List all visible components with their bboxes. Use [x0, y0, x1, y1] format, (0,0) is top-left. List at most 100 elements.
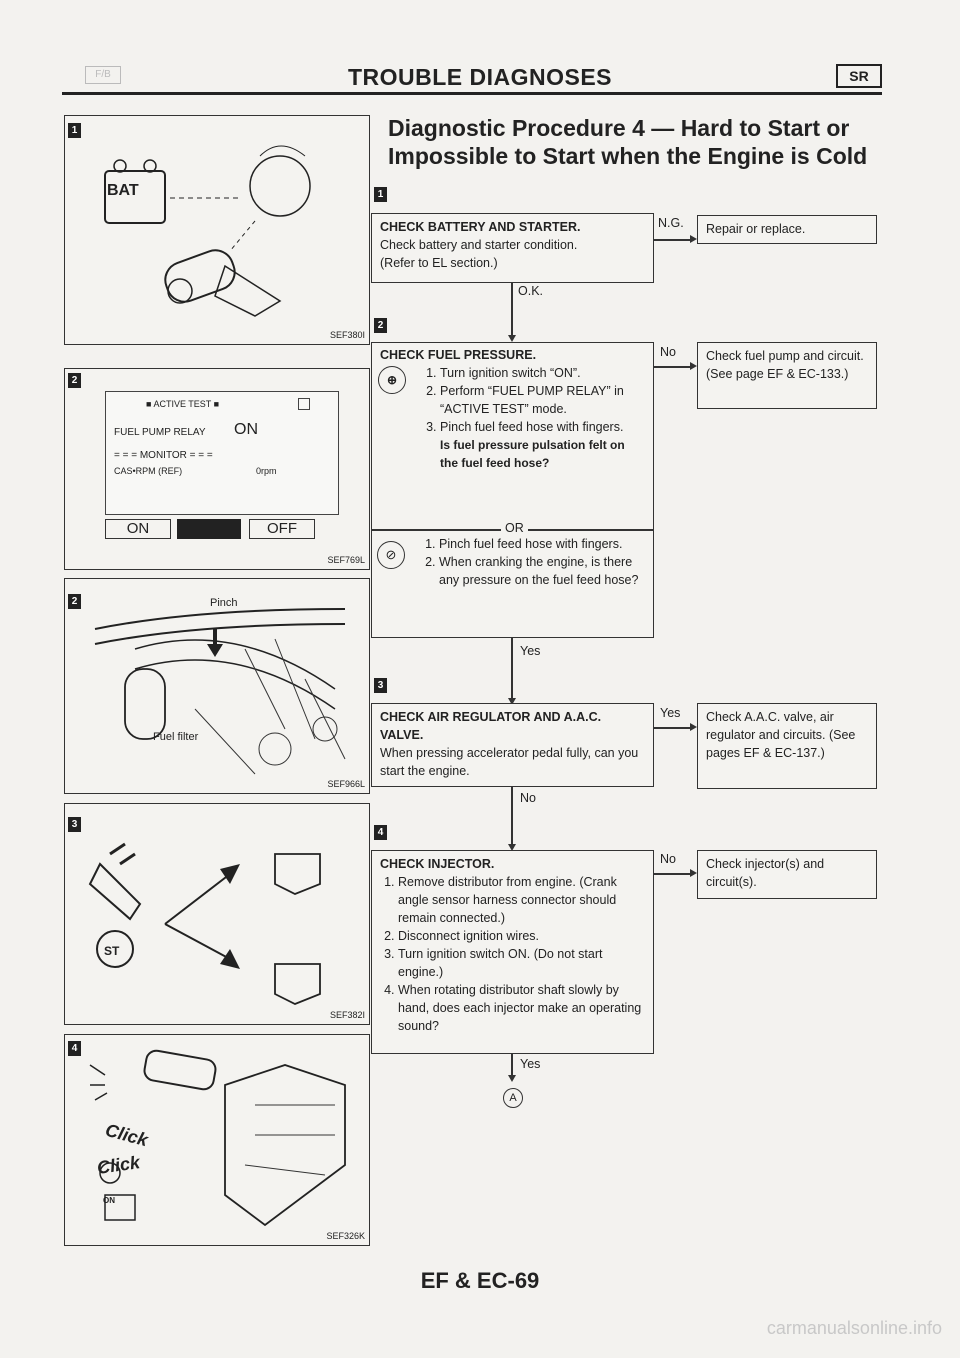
arrow-down: [508, 844, 516, 851]
step1-ok-label: O.K.: [518, 284, 544, 298]
arrow-down: [508, 698, 516, 705]
figure-number: 4: [68, 1041, 81, 1056]
battery-label: BAT: [107, 182, 139, 199]
fuel-filter-label: Fuel filter: [153, 731, 199, 743]
step2-alt-1: Pinch fuel feed hose with fingers.: [439, 535, 646, 553]
section-tag-left: F/B: [85, 66, 121, 84]
arrow-right: [690, 362, 697, 370]
step3-no-label: No: [520, 791, 536, 805]
step2-action-3: Pinch fuel feed hose with fingers.: [440, 418, 645, 436]
monitor-label: = = = MONITOR = = =: [114, 450, 213, 461]
figure-battery-starter: 1 BAT SEF380I: [64, 115, 370, 345]
fuel-hose-illustration: [94, 608, 346, 775]
active-test-label: ■ ACTIVE TEST ■: [146, 399, 220, 409]
figure-ref: SEF769L: [327, 555, 365, 565]
step4-item-1: Remove distributor from engine. (Crank a…: [398, 873, 645, 927]
procedure-title-line2: Impossible to Start when the Engine is C…: [388, 143, 868, 169]
step1-box: CHECK BATTERY AND STARTER. Check battery…: [371, 213, 654, 283]
step4-item-3: Turn ignition switch ON. (Do not start e…: [398, 945, 645, 981]
arrow-down: [508, 335, 516, 342]
step1-ng-action: Repair or replace.: [697, 215, 877, 244]
active-button: [177, 519, 241, 539]
step2-question: Is fuel pressure pulsation felt on the f…: [440, 438, 625, 470]
connector: [654, 366, 692, 368]
figure-ref: SEF382I: [329, 1010, 365, 1020]
step4-title: CHECK INJECTOR.: [380, 857, 495, 871]
figure-number: 3: [68, 817, 81, 832]
connector: [654, 727, 692, 729]
page-number: EF & EC-69: [420, 1268, 540, 1293]
step-marker-1: 1: [374, 187, 387, 202]
watermark: carmanualsonline.info: [766, 1318, 942, 1338]
step2-title: CHECK FUEL PRESSURE.: [380, 348, 537, 362]
step1-title: CHECK BATTERY AND STARTER.: [380, 220, 581, 234]
cas-rpm-label: CAS•RPM (REF): [114, 466, 183, 476]
connector: [511, 1054, 513, 1078]
pinch-label: Pinch: [210, 597, 238, 609]
checkbox: [298, 398, 310, 410]
pedal-start-illustration: [88, 842, 321, 1005]
or-label: OR: [501, 521, 528, 535]
procedure-title: Diagnostic Procedure 4 — Hard to Start o…: [388, 114, 868, 170]
arrow-down: [508, 1075, 516, 1082]
figure-distributor: 4 Click Click ON SEF326K: [64, 1034, 370, 1246]
step4-item-2: Disconnect ignition wires.: [398, 927, 645, 945]
consult-display: ■ ACTIVE TEST ■ FUEL PUMP RELAY ON = = =…: [105, 391, 339, 515]
step1-line1: Check battery and starter condition.: [380, 238, 578, 252]
continue-marker: A: [503, 1088, 523, 1108]
page-title: TROUBLE DIAGNOSES: [347, 64, 613, 90]
section-tag-right: SR: [836, 64, 882, 88]
step-marker-3: 3: [374, 678, 387, 693]
step2-alt-2: When cranking the engine, is there any p…: [439, 553, 646, 589]
step3-yes-label: Yes: [660, 706, 681, 720]
step4-no-action: Check injector(s) and circuit(s).: [697, 850, 877, 899]
arrow-right: [690, 235, 697, 243]
step-marker-4: 4: [374, 825, 387, 840]
figure-ref: SEF380I: [329, 330, 365, 340]
step2-no-action: Check fuel pump and circuit. (See page E…: [697, 342, 877, 409]
connector: [654, 873, 692, 875]
step4-box: CHECK INJECTOR. Remove distributor from …: [371, 850, 654, 1054]
figure-number: 2: [68, 373, 81, 388]
rpm-value: 0rpm: [256, 466, 277, 476]
step3-body: When pressing accelerator pedal fully, c…: [380, 746, 639, 778]
step1-ng-label: N.G.: [658, 216, 684, 230]
arrow-right: [690, 869, 697, 877]
step2-action-1: Turn ignition switch “ON”.: [440, 364, 645, 382]
on-button: ON: [105, 519, 171, 539]
figure-pedal-start: 3 ST SEF382I: [64, 803, 370, 1025]
step3-yes-action: Check A.A.C. valve, air regulator and ci…: [697, 703, 877, 789]
connector: [511, 638, 513, 701]
off-button: OFF: [249, 519, 315, 539]
connector: [654, 239, 692, 241]
distributor-illustration: [89, 1049, 346, 1227]
arrow-right: [690, 723, 697, 731]
step4-item-4: When rotating distributor shaft slowly b…: [398, 981, 645, 1035]
step3-box: CHECK AIR REGULATOR AND A.A.C. VALVE. Wh…: [371, 703, 654, 787]
figure-ref: SEF326K: [326, 1231, 365, 1241]
step4-yes-label: Yes: [520, 1057, 541, 1071]
fuel-pump-state: ON: [234, 421, 258, 438]
step2-box: CHECK FUEL PRESSURE. ⊕ Turn ignition swi…: [371, 342, 654, 638]
battery-starter-illustration: [104, 145, 311, 317]
figure-ref: SEF966L: [327, 779, 365, 789]
no-tools-icon: ⊘: [377, 541, 405, 569]
figure-number: 2: [68, 594, 81, 609]
figure-number: 1: [68, 123, 81, 138]
step1-line2: (Refer to EL section.): [380, 256, 498, 270]
figure-fuel-hose: 2 Pinch Fuel filter SEF966L: [64, 578, 370, 794]
step3-title: CHECK AIR REGULATOR AND A.A.C. VALVE.: [380, 710, 602, 742]
connector: [511, 283, 513, 338]
on-key-label: ON: [103, 1196, 115, 1205]
figure-consult-screen: 2 ■ ACTIVE TEST ■ FUEL PUMP RELAY ON = =…: [64, 368, 370, 570]
connector: [511, 787, 513, 847]
step4-no-label: No: [660, 852, 676, 866]
header-rule: [62, 92, 882, 95]
start-key-label: ST: [104, 944, 120, 958]
step2-yes-label: Yes: [520, 644, 541, 658]
fuel-pump-label: FUEL PUMP RELAY: [114, 427, 206, 438]
step-marker-2: 2: [374, 318, 387, 333]
step2-no-label: No: [660, 345, 676, 359]
step2-alt: ⊘ Pinch fuel feed hose with fingers. Whe…: [371, 532, 654, 592]
procedure-title-line1: Diagnostic Procedure 4 — Hard to Start o…: [388, 115, 850, 141]
